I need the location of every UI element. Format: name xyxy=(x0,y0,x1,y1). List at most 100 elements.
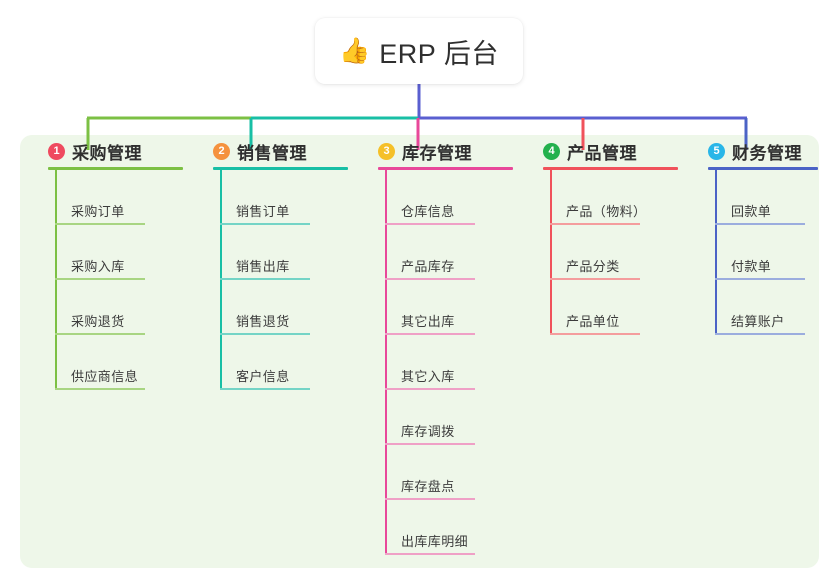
leaf-underline xyxy=(715,223,805,225)
branch-spine xyxy=(715,170,717,335)
branch-leaf-list: 采购订单采购入库采购退货供应商信息 xyxy=(55,170,193,390)
leaf-node-label: 产品分类 xyxy=(566,259,620,274)
leaf-node[interactable]: 回款单 xyxy=(715,170,828,225)
leaf-node-label: 产品库存 xyxy=(401,259,455,274)
leaf-underline xyxy=(220,278,310,280)
leaf-underline xyxy=(385,498,475,500)
leaf-underline xyxy=(55,223,145,225)
branch-header[interactable]: 1 采购管理 xyxy=(38,135,193,167)
leaf-node[interactable]: 销售出库 xyxy=(220,225,358,280)
leaf-node[interactable]: 库存调拨 xyxy=(385,390,523,445)
leaf-node[interactable]: 付款单 xyxy=(715,225,828,280)
leaf-underline xyxy=(715,278,805,280)
leaf-node-label: 库存盘点 xyxy=(401,479,455,494)
branch-leaf-list: 回款单付款单结算账户 xyxy=(715,170,828,335)
leaf-underline xyxy=(385,443,475,445)
leaf-node[interactable]: 产品单位 xyxy=(550,280,688,335)
leaf-node[interactable]: 销售订单 xyxy=(220,170,358,225)
leaf-underline xyxy=(550,278,640,280)
leaf-node-label: 仓库信息 xyxy=(401,204,455,219)
leaf-underline xyxy=(55,388,145,390)
leaf-node[interactable]: 出库库明细 xyxy=(385,500,523,555)
leaf-node-label: 销售退货 xyxy=(236,314,290,329)
leaf-node-label: 供应商信息 xyxy=(71,369,139,384)
leaf-node[interactable]: 采购入库 xyxy=(55,225,193,280)
leaf-node-label: 其它出库 xyxy=(401,314,455,329)
branch-title: 库存管理 xyxy=(402,143,472,163)
leaf-node-label: 采购入库 xyxy=(71,259,125,274)
leaf-node-label: 回款单 xyxy=(731,204,772,219)
leaf-node[interactable]: 其它入库 xyxy=(385,335,523,390)
leaf-node-label: 客户信息 xyxy=(236,369,290,384)
leaf-node[interactable]: 采购退货 xyxy=(55,280,193,335)
branch-column: 3 库存管理仓库信息产品库存其它出库其它入库库存调拨库存盘点出库库明细 xyxy=(368,135,523,555)
branch-header[interactable]: 2 销售管理 xyxy=(203,135,358,167)
branch-leaf-list: 销售订单销售出库销售退货客户信息 xyxy=(220,170,358,390)
branch-spine xyxy=(385,170,387,555)
branch-underline xyxy=(708,167,818,170)
thumbs-up-icon: 👍 xyxy=(339,36,371,65)
leaf-underline xyxy=(220,388,310,390)
branch-underline xyxy=(213,167,348,170)
leaf-node-label: 销售订单 xyxy=(236,204,290,219)
leaf-node[interactable]: 客户信息 xyxy=(220,335,358,390)
branch-header[interactable]: 3 库存管理 xyxy=(368,135,523,167)
leaf-node[interactable]: 仓库信息 xyxy=(385,170,523,225)
branch-index-badge: 2 xyxy=(213,142,230,160)
leaf-node[interactable]: 产品（物料） xyxy=(550,170,688,225)
branch-column: 2 销售管理销售订单销售出库销售退货客户信息 xyxy=(203,135,358,390)
leaf-node[interactable]: 库存盘点 xyxy=(385,445,523,500)
branch-spine xyxy=(55,170,57,390)
leaf-underline xyxy=(385,278,475,280)
leaf-underline xyxy=(385,333,475,335)
branch-title: 产品管理 xyxy=(567,143,637,163)
branch-leaf-list: 仓库信息产品库存其它出库其它入库库存调拨库存盘点出库库明细 xyxy=(385,170,523,555)
branch-underline xyxy=(48,167,183,170)
leaf-underline xyxy=(550,333,640,335)
leaf-node[interactable]: 供应商信息 xyxy=(55,335,193,390)
leaf-underline xyxy=(550,223,640,225)
leaf-node-label: 结算账户 xyxy=(731,314,785,329)
branch-header[interactable]: 5 财务管理 xyxy=(698,135,828,167)
leaf-underline xyxy=(385,553,475,555)
leaf-node-label: 其它入库 xyxy=(401,369,455,384)
branch-spine xyxy=(220,170,222,390)
leaf-node[interactable]: 其它出库 xyxy=(385,280,523,335)
leaf-node-label: 库存调拨 xyxy=(401,424,455,439)
branch-index-badge: 3 xyxy=(378,142,395,160)
leaf-underline xyxy=(55,333,145,335)
branches-panel xyxy=(20,135,819,568)
leaf-node-label: 销售出库 xyxy=(236,259,290,274)
leaf-node[interactable]: 销售退货 xyxy=(220,280,358,335)
branch-index-badge: 5 xyxy=(708,142,725,160)
leaf-underline xyxy=(385,223,475,225)
leaf-underline xyxy=(55,278,145,280)
leaf-node-label: 采购订单 xyxy=(71,204,125,219)
root-node-label: ERP 后台 xyxy=(379,38,499,69)
branch-title: 财务管理 xyxy=(732,143,802,163)
leaf-underline xyxy=(385,388,475,390)
leaf-underline xyxy=(220,223,310,225)
branch-header[interactable]: 4 产品管理 xyxy=(533,135,688,167)
branch-column: 4 产品管理产品（物料） 产品分类产品单位 xyxy=(533,135,688,335)
leaf-node-label: 出库库明细 xyxy=(401,534,469,549)
leaf-underline xyxy=(220,333,310,335)
leaf-node[interactable]: 采购订单 xyxy=(55,170,193,225)
branch-underline xyxy=(543,167,678,170)
branch-column: 1 采购管理采购订单采购入库采购退货供应商信息 xyxy=(38,135,193,390)
branch-index-badge: 4 xyxy=(543,142,560,160)
leaf-underline xyxy=(715,333,805,335)
branch-title: 采购管理 xyxy=(72,143,142,163)
leaf-node-label: 产品单位 xyxy=(566,314,620,329)
leaf-node-label: 采购退货 xyxy=(71,314,125,329)
branch-index-badge: 1 xyxy=(48,142,65,160)
root-node[interactable]: 👍 ERP 后台 xyxy=(315,18,523,84)
branch-title: 销售管理 xyxy=(237,143,307,163)
leaf-node[interactable]: 产品分类 xyxy=(550,225,688,280)
branch-columns: 1 采购管理采购订单采购入库采购退货供应商信息 2 销售管理销售订单销售出库销售退货客… xyxy=(0,135,839,568)
leaf-node-label: 付款单 xyxy=(731,259,772,274)
leaf-node[interactable]: 产品库存 xyxy=(385,225,523,280)
branch-column: 5 财务管理回款单付款单结算账户 xyxy=(698,135,828,335)
leaf-node[interactable]: 结算账户 xyxy=(715,280,828,335)
